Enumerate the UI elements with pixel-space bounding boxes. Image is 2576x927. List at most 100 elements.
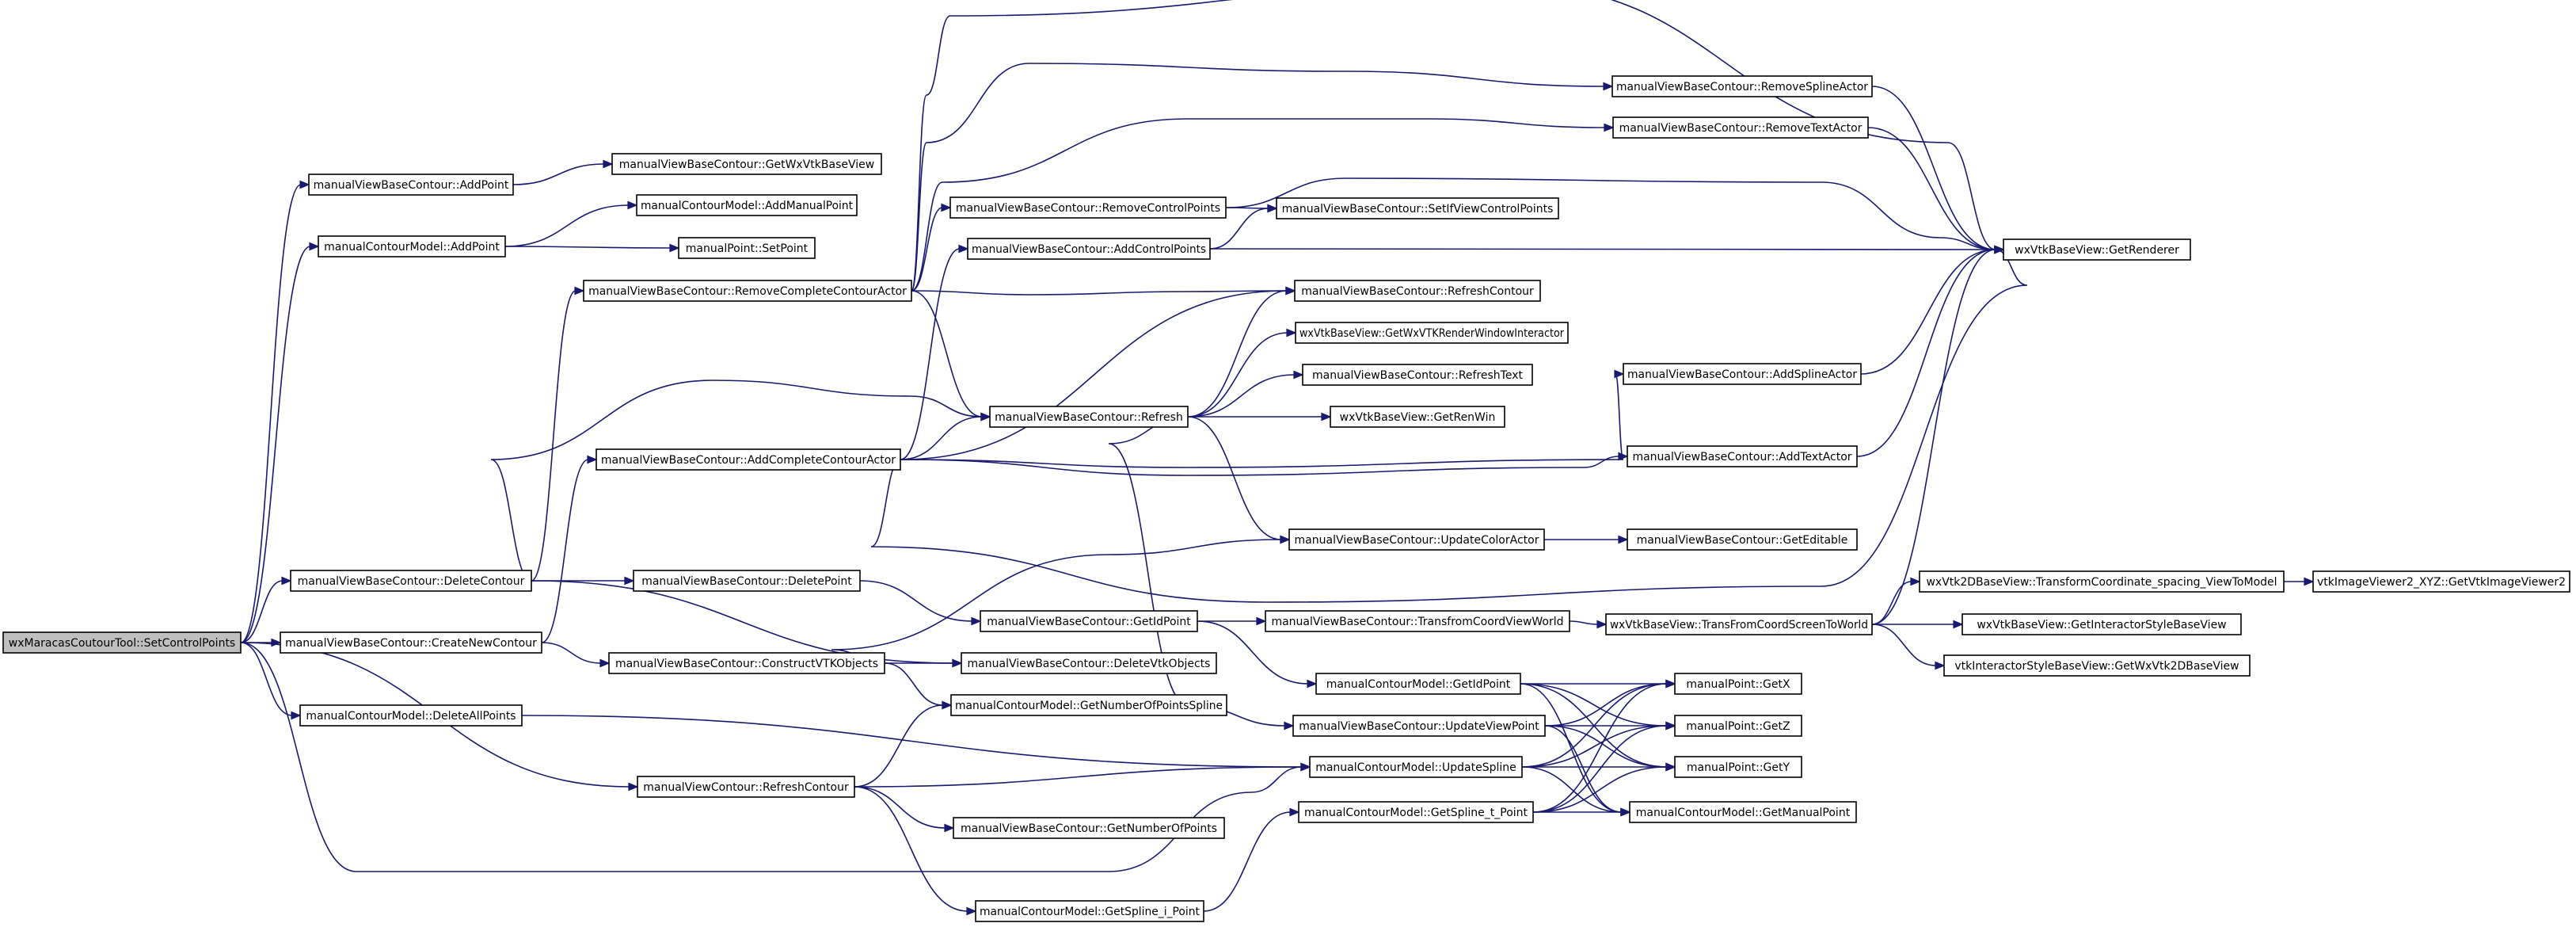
edge-line [240, 246, 311, 643]
edge-mvbc-addcompletecontouractor-to-mvbc-addsplineactor [900, 369, 1625, 468]
edge-root-to-mcm-addpoint [240, 242, 320, 643]
node-mvbc-addcontrolpoints[interactable]: manualViewBaseContour::AddControlPoints [967, 238, 1211, 260]
node-mvbc-updatecoloractor[interactable]: manualViewBaseContour::UpdateColorActor [1288, 528, 1545, 551]
edge-line [541, 459, 589, 643]
node-box [583, 280, 912, 302]
edge-mcm-addpoint-to-mp-setpoint [504, 243, 680, 253]
edge-line [1532, 683, 1668, 813]
node-mvbc-updateviewpoint[interactable]: manualViewBaseContour::UpdateViewPoint [1292, 715, 1546, 737]
node-mvbc-removetextactor[interactable]: manualViewBaseContour::RemoveTextActor [1612, 116, 1869, 139]
node-mvbc-setifviewcontrolpoints[interactable]: manualViewBaseContour::SetIfViewControlP… [1276, 197, 1559, 219]
node-root[interactable]: wxMaracasCoutourTool::SetControlPoints [2, 631, 242, 654]
node-label: wxVtk2DBaseView::TransformCoordinate_spa… [1926, 576, 2277, 589]
edge-mvc-refreshcontour-to-mcm-updatespline [854, 762, 1311, 788]
edge-mvbc-getidpoint-to-mvbc-transfromcoordviewworld [1197, 616, 1267, 626]
node-mcm-getnumberofpointsspline[interactable]: manualContourModel::GetNumberOfPointsSpl… [950, 694, 1227, 716]
node-mvbc-removecompletecontouractor[interactable]: manualViewBaseContour::RemoveCompleteCon… [583, 280, 912, 302]
arrowhead [1596, 620, 1608, 629]
arrowhead [1285, 286, 1296, 296]
node-mvbc-createnewcontour[interactable]: manualViewBaseContour::CreateNewContour [280, 631, 542, 654]
node-mvbc-geteditable[interactable]: manualViewBaseContour::GetEditable [1627, 528, 1858, 551]
node-mcm-updatespline[interactable]: manualContourModel::UpdateSpline [1309, 756, 1523, 778]
edge-mcm-updatespline-to-mp-gety [1521, 762, 1676, 772]
edge-mvbc-removecompletecontouractor-to-mvbc-removesplineactor [911, 63, 1614, 292]
edge-line [240, 580, 283, 643]
node-wxv-getrenderer[interactable]: wxVtkBaseView::GetRenderer [2003, 238, 2191, 261]
edge-mvbc-addpoint-to-mvbc-getwxvtkbaseview [512, 159, 614, 185]
node-mvbc-addsplineactor[interactable]: manualViewBaseContour::AddSplineActor [1623, 363, 1862, 385]
arrowhead [1604, 123, 1615, 132]
arrowhead [1289, 807, 1300, 817]
node-vtkiv2-getvtkimageviewer2[interactable]: vtkImageViewer2_XYZ::GetVtkImageViewer2 [2312, 570, 2570, 593]
node-box [608, 652, 885, 674]
node-mvbc-deletecontour[interactable]: manualViewBaseContour::DeleteContour [290, 570, 532, 592]
arrowhead [309, 242, 320, 251]
node-wxv2d-transformcoordinate[interactable]: wxVtk2DBaseView::TransformCoordinate_spa… [1919, 570, 2285, 593]
edge-wxv-transfromcoordscreentoworld-to-wxv-getinteractorstylebaseview [1872, 620, 1964, 629]
node-mcm-getspline-t-point[interactable]: manualContourModel::GetSpline_t_Point [1298, 801, 1534, 823]
node-mvbc-removecontrolpoints[interactable]: manualViewBaseContour::RemoveControlPoin… [949, 196, 1227, 219]
arrowhead [291, 711, 302, 720]
node-label: manualPoint::SetPoint [686, 242, 809, 255]
edge-mvbc-addcompletecontouractor-to-mvbc-addcontrolpoints [900, 244, 969, 460]
edge-mvbc-addtextactor-to-wxv-getrenderer [1856, 245, 2005, 457]
node-mcm-addpoint[interactable]: manualContourModel::AddPoint [318, 235, 506, 258]
node-mvbc-refreshtext[interactable]: manualViewBaseContour::RefreshText [1302, 364, 1533, 386]
node-mcm-getspline-i-point[interactable]: manualContourModel::GetSpline_i_Point [975, 900, 1204, 922]
edge-line [1544, 725, 1623, 813]
edge-line [521, 715, 1303, 768]
node-mp-getx[interactable]: manualPoint::GetX [1674, 673, 1802, 695]
node-mvbc-constructvtkobjects[interactable]: manualViewBaseContour::ConstructVTKObjec… [608, 652, 885, 674]
arrowhead [1300, 762, 1311, 772]
node-wxv-getwxvtkrenderwindowinteractor[interactable]: wxVtkBaseView::GetWxVTKRenderWindowInter… [1295, 322, 1569, 344]
node-wxv-transfromcoordscreentoworld[interactable]: wxVtkBaseView::TransFromCoordScreenToWor… [1605, 613, 1873, 635]
edge-line [1187, 374, 1296, 418]
node-mp-getz[interactable]: manualPoint::GetZ [1674, 715, 1802, 737]
node-mvc-refreshcontour[interactable]: manualViewContour::RefreshContour [637, 776, 855, 798]
edge-line [1187, 416, 1282, 540]
node-mcm-getmanualpoint[interactable]: manualContourModel::GetManualPoint [1629, 801, 1857, 823]
edge-line [884, 662, 944, 706]
arrowhead [1603, 82, 1614, 91]
node-label: manualContourModel::GetNumberOfPointsSpl… [955, 700, 1223, 712]
node-mvbc-getnumberofpoints[interactable]: manualViewBaseContour::GetNumberOfPoints [953, 817, 1225, 839]
node-label: manualContourModel::AddManualPoint [641, 200, 853, 212]
node-label: manualViewBaseContour::RemoveTextActor [1619, 122, 1863, 135]
edge-wxv-transfromcoordscreentoworld-to-wxv-getrenderer [1871, 245, 2005, 625]
node-mvbc-transfromcoordviewworld[interactable]: manualViewBaseContour::TransfromCoordVie… [1265, 610, 1570, 632]
node-mp-setpoint[interactable]: manualPoint::SetPoint [678, 237, 816, 259]
edge-mcm-addpoint-to-mcm-addmanualpoint [504, 200, 638, 247]
edge-line [1521, 683, 1668, 768]
node-mvbc-refreshcontour[interactable]: manualViewBaseContour::RefreshContour [1294, 280, 1541, 302]
node-mcm-getidpoint[interactable]: manualContourModel::GetIdPoint [1315, 673, 1521, 695]
node-mcm-addmanualpoint[interactable]: manualContourModel::AddManualPoint [636, 194, 858, 216]
node-label: manualContourModel::DeleteAllPoints [306, 710, 516, 723]
node-wxv-getrenwin[interactable]: wxVtkBaseView::GetRenWin [1330, 406, 1505, 428]
node-mcm-deleteallpoints[interactable]: manualContourModel::DeleteAllPoints [299, 704, 523, 727]
node-mvbc-deletepoint[interactable]: manualViewBaseContour::DeletePoint [633, 570, 861, 592]
node-mvbc-addcompletecontouractor[interactable]: manualViewBaseContour::AddCompleteContou… [595, 448, 901, 471]
node-mvbc-getidpoint[interactable]: manualViewBaseContour::GetIdPoint [980, 610, 1198, 632]
edge-root-to-mvbc-addpoint [240, 180, 310, 643]
node-mp-gety[interactable]: manualPoint::GetY [1674, 756, 1802, 778]
edge-line [1187, 332, 1288, 418]
arrowhead [281, 576, 292, 586]
node-box [1265, 610, 1570, 632]
node-box [308, 174, 514, 196]
node-mvbc-getwxvtkbaseview[interactable]: manualViewBaseContour::GetWxVtkBaseView [611, 153, 882, 175]
edge-mvbc-createnewcontour-to-mvbc-constructvtkobjects [541, 642, 611, 668]
arrowhead [942, 700, 953, 710]
node-box [1295, 322, 1569, 344]
node-label: vtkInteractorStyleBaseView::GetWxVtk2DBa… [1954, 660, 2239, 673]
node-box [953, 817, 1225, 839]
node-mvbc-deletevtkobjects[interactable]: manualViewBaseContour::DeleteVtkObjects [961, 652, 1217, 674]
node-box [2312, 570, 2570, 593]
node-mvbc-removesplineactor[interactable]: manualViewBaseContour::RemoveSplineActor [1611, 75, 1873, 97]
node-mvbc-addtextactor[interactable]: manualViewBaseContour::AddTextActor [1627, 445, 1858, 467]
node-mvbc-refresh[interactable]: manualViewBaseContour::Refresh [989, 406, 1189, 428]
arrowhead [958, 244, 969, 254]
node-vtkisbv-getwxvtk2dbaseview[interactable]: vtkInteractorStyleBaseView::GetWxVtk2DBa… [1943, 654, 2251, 677]
node-wxv-getinteractorstylebaseview[interactable]: wxVtkBaseView::GetInteractorStyleBaseVie… [1961, 613, 2242, 635]
node-label: manualPoint::GetY [1687, 761, 1790, 774]
node-mvbc-addpoint[interactable]: manualViewBaseContour::AddPoint [308, 174, 514, 196]
